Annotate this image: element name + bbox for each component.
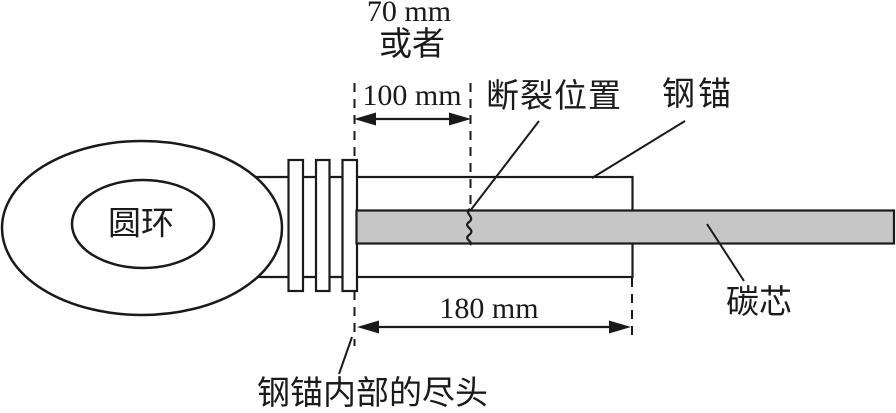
- dimension-arrow-top: [354, 112, 471, 126]
- carbon-core-label: 碳芯: [726, 285, 792, 321]
- anchor-inner-end-label: 钢锚内部的尽头: [257, 376, 488, 412]
- ring-inner-ellipse: [70, 178, 216, 270]
- leader-line-carbon-core: [706, 223, 745, 282]
- break-zigzag: [466, 208, 473, 246]
- leader-line-anchor-inner-end: [338, 336, 353, 375]
- anchor-rib-2: [314, 158, 331, 293]
- leader-line-steel-anchor: [591, 120, 686, 179]
- anchor-rib-1: [287, 158, 305, 293]
- dimension-arrow-bottom: [357, 320, 631, 334]
- ring-label: 圆环: [108, 206, 174, 243]
- dimension-label-100mm: 100 mm: [362, 79, 462, 112]
- dimension-label-70mm: 70 mm: [366, 0, 452, 28]
- anchor-rib-3: [341, 158, 359, 293]
- carbon-core-bar: [355, 209, 896, 245]
- leader-line-break-position: [469, 120, 540, 212]
- break-position-label: 断裂位置: [486, 79, 622, 115]
- steel-anchor-label: 钢锚: [662, 77, 734, 113]
- dimension-label-180mm: 180 mm: [439, 292, 539, 325]
- dimension-label-or: 或者: [379, 27, 445, 63]
